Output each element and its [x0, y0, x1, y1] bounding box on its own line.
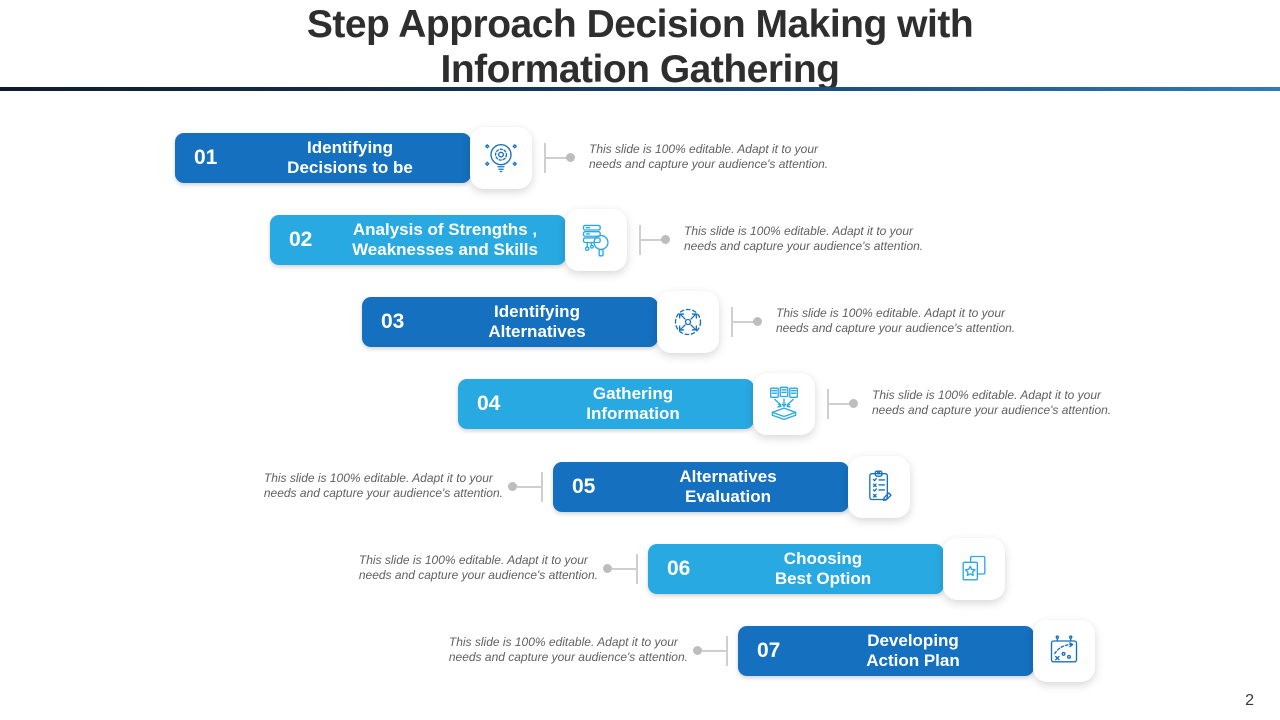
editable-note: This slide is 100% editable. Adapt it to… — [776, 306, 1016, 335]
step-icon-card — [848, 456, 910, 518]
connector-hline — [517, 486, 542, 488]
editable-note: This slide is 100% editable. Adapt it to… — [358, 553, 598, 582]
step-row-05: 05 Alternatives Evaluation — [264, 456, 911, 518]
editable-note: This slide is 100% editable. Adapt it to… — [872, 388, 1112, 417]
step-label: Developing Action Plan — [866, 631, 960, 670]
step-number: 04 — [477, 392, 501, 415]
idea-bulb-gear-icon — [485, 144, 517, 173]
step-icon-card — [753, 373, 815, 435]
connector-hline — [544, 157, 569, 159]
step-row-03: 03 Identifying Alternatives This slide i… — [362, 291, 1015, 353]
step-bar: 02 Analysis of Strengths , Weaknesses an… — [270, 215, 566, 265]
step-number: 03 — [381, 310, 405, 333]
connector-dot — [566, 153, 575, 162]
title-underline — [0, 87, 1280, 91]
step-bar: 05 Alternatives Evaluation — [553, 462, 849, 512]
editable-note: This slide is 100% editable. Adapt it to… — [448, 635, 688, 664]
step-label: Analysis of Strengths , Weaknesses and S… — [352, 220, 538, 259]
connector-hline — [639, 239, 664, 241]
step-row-04: 04 Gathering Information T — [458, 373, 1111, 435]
connector-dot — [753, 317, 762, 326]
step-number: 05 — [572, 475, 596, 498]
step-icon-card — [565, 209, 627, 271]
step-bar: 03 Identifying Alternatives — [362, 297, 658, 347]
checklist-clipboard-icon — [869, 470, 892, 501]
collect-documents-icon — [770, 386, 798, 421]
connector-hline — [731, 321, 756, 323]
connector-dot — [603, 564, 612, 573]
step-bar: 06 Choosing Best Option — [648, 544, 944, 594]
step-bar: 01 Identifying Decisions to be — [175, 133, 471, 183]
step-number: 01 — [194, 146, 218, 169]
connector-hline — [702, 650, 727, 652]
step-label: Choosing Best Option — [774, 549, 872, 588]
page-number: 2 — [1245, 692, 1254, 709]
step-number: 07 — [757, 639, 781, 662]
step-row-01: 01 Identifying Decisions to be This slid… — [175, 127, 828, 189]
editable-note: This slide is 100% editable. Adapt it to… — [263, 471, 503, 500]
step-icon-card — [470, 127, 532, 189]
step-bar: 04 Gathering Information — [458, 379, 754, 429]
connector-hline — [827, 403, 852, 405]
connector-dot — [693, 646, 702, 655]
connector-hline — [612, 568, 637, 570]
step-number: 02 — [289, 228, 313, 251]
step-icon-card — [1033, 620, 1095, 682]
step-label: Alternatives Evaluation — [679, 467, 777, 506]
step-label: Identifying Decisions to be — [287, 138, 413, 177]
step-row-07: 07 Developing Action Plan This slide is … — [449, 620, 1096, 682]
action-plan-strategy-icon — [1050, 635, 1078, 663]
editable-note: This slide is 100% editable. Adapt it to… — [589, 142, 829, 171]
connector-dot — [661, 235, 670, 244]
connector-dot — [849, 399, 858, 408]
step-row-06: 06 Choosing Best Option This slide is 10… — [359, 538, 1006, 600]
editable-note: This slide is 100% editable. Adapt it to… — [684, 224, 924, 253]
page-title-line1: Step Approach Decision Making with — [306, 3, 974, 46]
connector-dot — [508, 482, 517, 491]
step-bar: 07 Developing Action Plan — [738, 626, 1034, 676]
step-row-02: 02 Analysis of Strengths , Weaknesses an… — [270, 209, 923, 271]
page-title: Step Approach Decision Making with Infor… — [0, 2, 1280, 92]
step-icon-card — [943, 538, 1005, 600]
step-label: Identifying Alternatives — [488, 302, 586, 341]
page-title-line2: Information Gathering — [440, 48, 841, 91]
step-icon-card — [657, 291, 719, 353]
step-label: Gathering Information — [586, 384, 680, 423]
expand-arrows-icon — [674, 308, 702, 336]
step-number: 06 — [667, 557, 691, 580]
data-search-icon — [582, 224, 609, 257]
best-option-star-icon — [962, 555, 986, 581]
